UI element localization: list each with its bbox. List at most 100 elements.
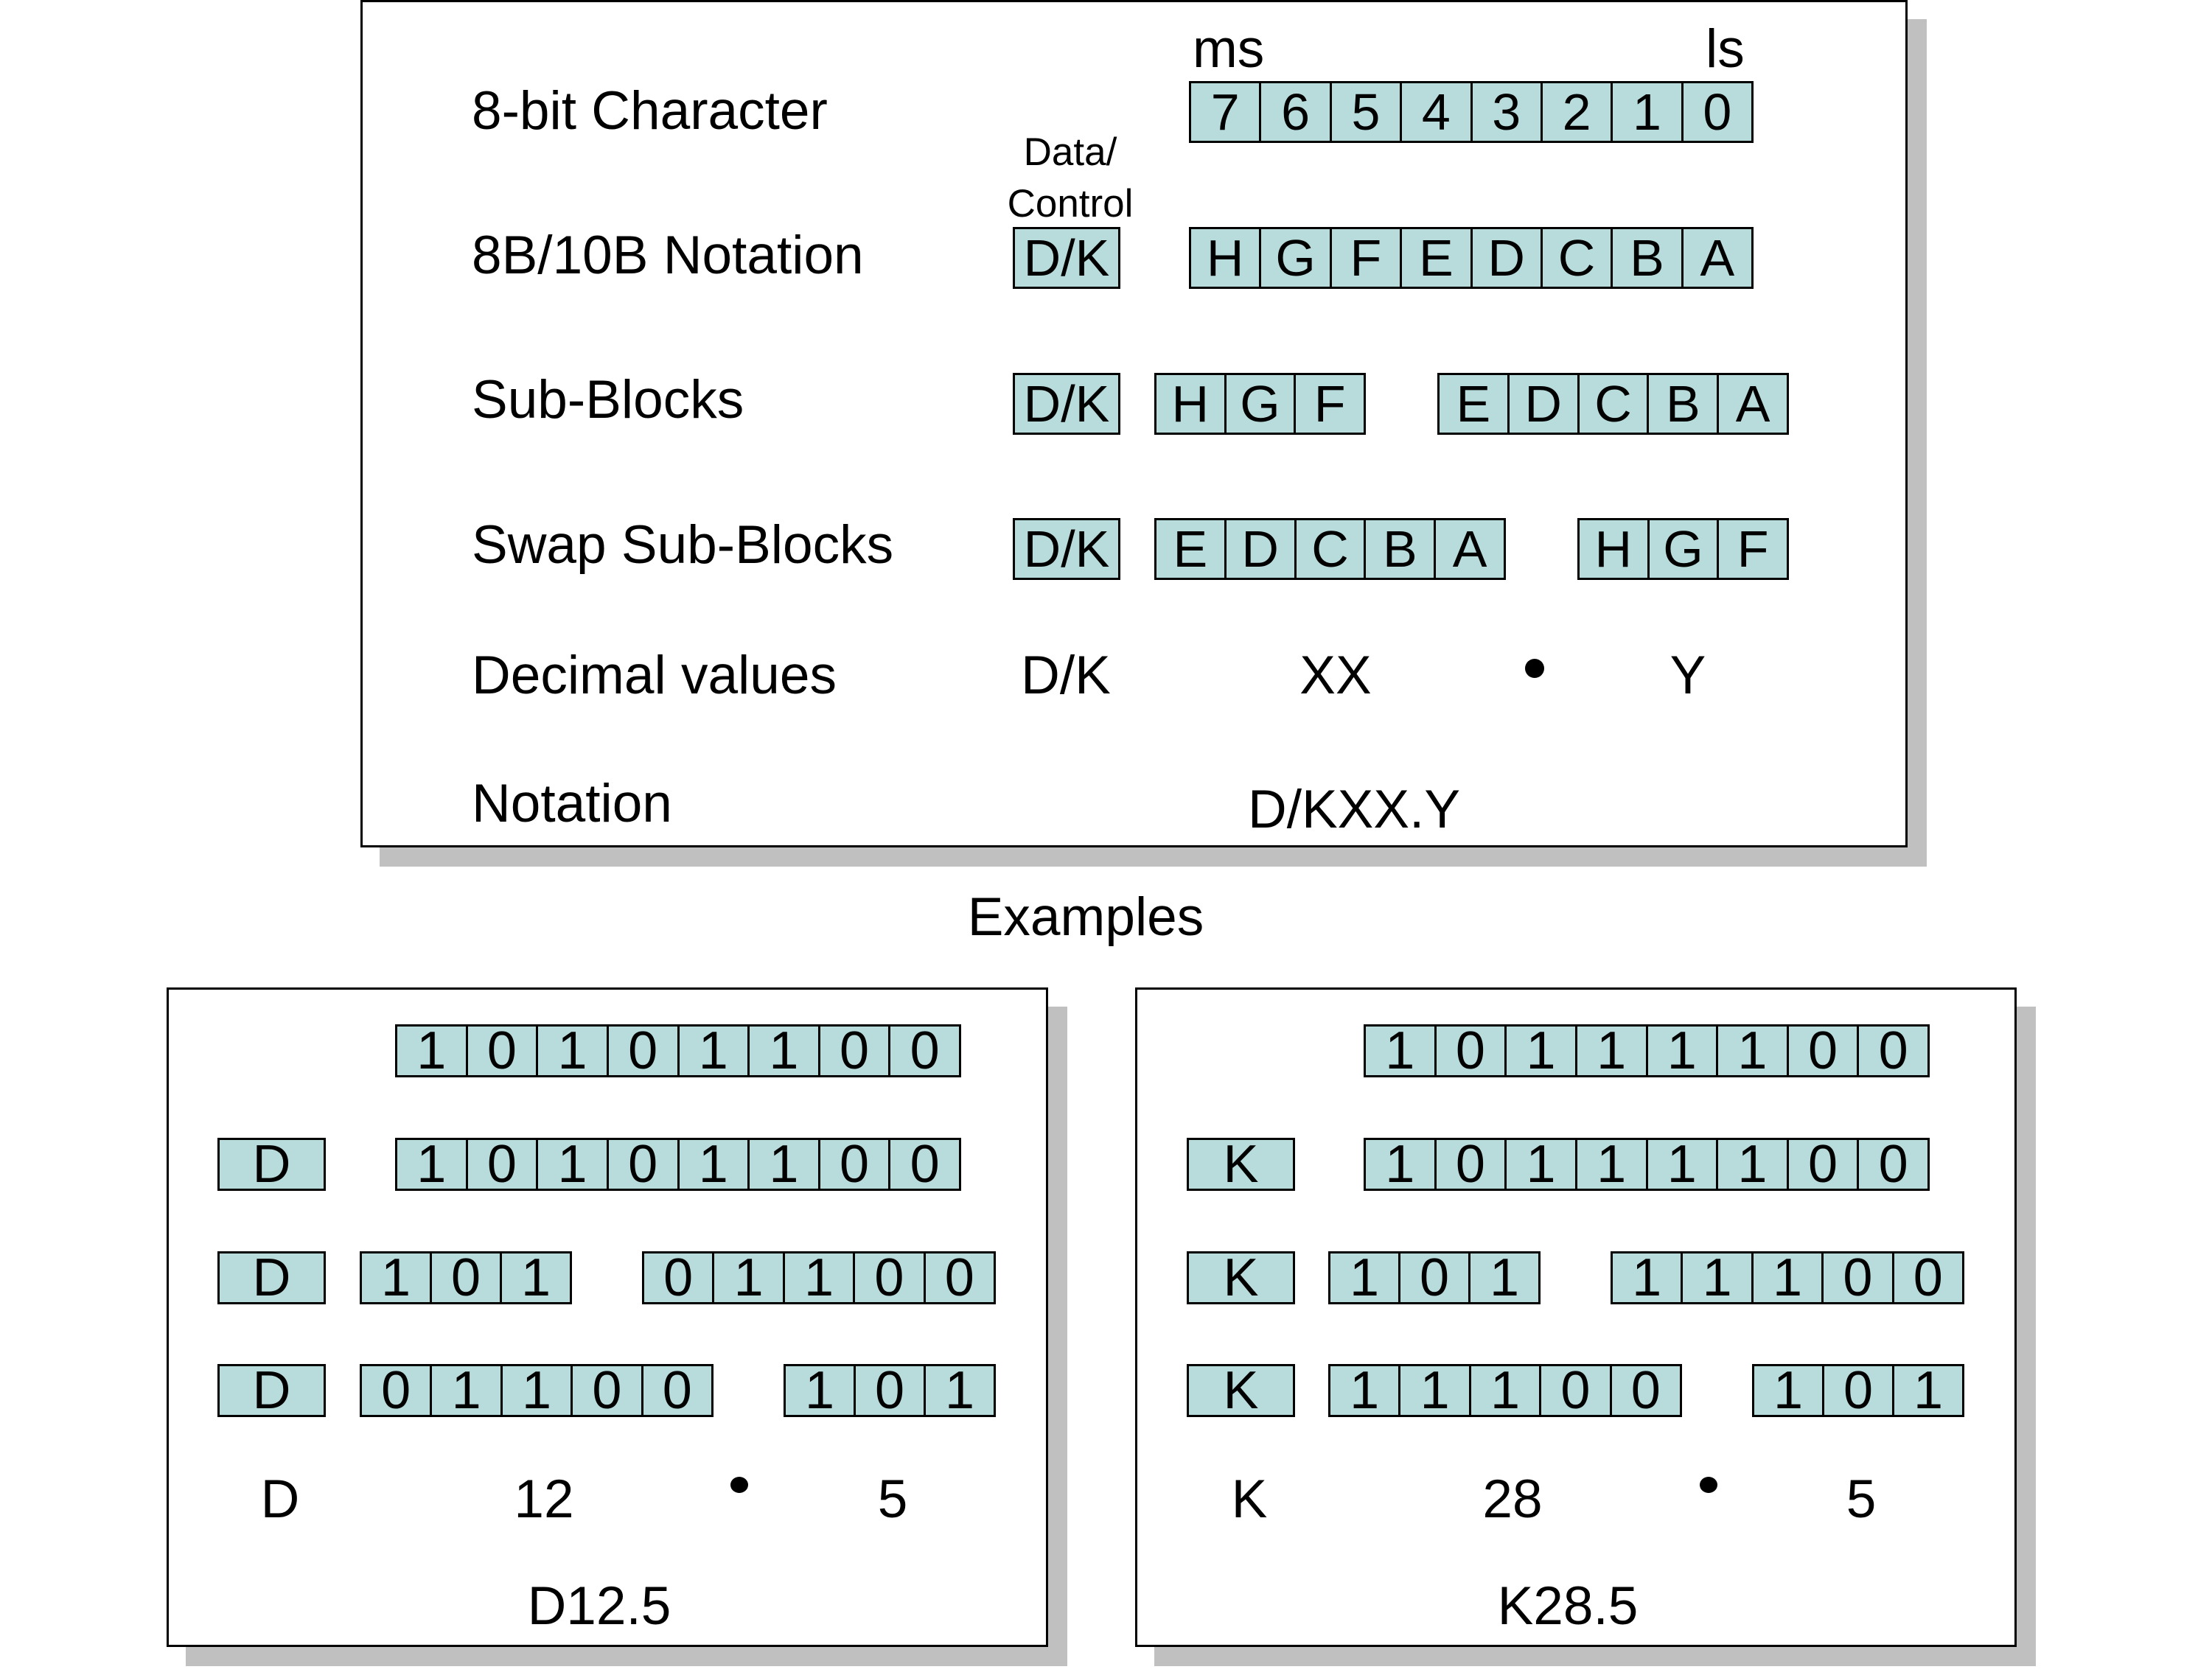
bit-cell: 0 <box>888 1027 959 1075</box>
edcba-sub-block: E D C B A <box>1154 518 1506 580</box>
bit-cell: 0 <box>854 1366 924 1415</box>
bit-cell: 1 <box>416 1027 447 1075</box>
bit-cell: 1 <box>1349 1253 1380 1302</box>
bit-cell: 1 <box>500 1253 570 1302</box>
letter-cell: G <box>1647 520 1717 578</box>
letter-cell: F <box>1717 520 1787 578</box>
letter-cell: A <box>1434 520 1504 578</box>
bit-cell: 3 <box>1470 83 1541 141</box>
decimal-dk: D/K <box>1021 646 1111 705</box>
letter-cell: D <box>1224 520 1294 578</box>
hgf-sub-block: 1 0 1 <box>1328 1251 1541 1304</box>
edcba-sub-block: 1 1 1 0 0 <box>1611 1251 1964 1304</box>
bit-cell: 1 <box>1751 1253 1821 1302</box>
hgf-sub-block: H G F <box>1154 373 1366 435</box>
hgf-sub-block: 1 0 1 <box>360 1251 572 1304</box>
letter-cell: D <box>1507 375 1577 433</box>
letter-cell: B <box>1364 520 1434 578</box>
separator-dot <box>1700 1477 1717 1493</box>
letter-cell: B <box>1611 229 1681 287</box>
label-swap-sub-blocks: Swap Sub-Blocks <box>472 515 894 575</box>
bit-cell: 0 <box>888 1140 959 1189</box>
bit-cell: 1 <box>747 1027 818 1075</box>
bit-cell: 0 <box>571 1366 641 1415</box>
flag-box: D <box>217 1364 326 1417</box>
bit-cell: 0 <box>1891 1253 1962 1302</box>
letter-cell: H <box>1594 520 1633 578</box>
decimal-xx: 28 <box>1482 1469 1543 1529</box>
bit-cell: 0 <box>1786 1140 1857 1189</box>
flag-cell: D <box>252 1253 291 1302</box>
bit-cell: 1 <box>1574 1027 1646 1075</box>
bit-cell: 1 <box>536 1140 607 1189</box>
bit-cell: 1 <box>1645 1027 1717 1075</box>
decimal-xx: 12 <box>514 1469 574 1529</box>
flag-cell: D <box>252 1366 291 1415</box>
flag-cell: K <box>1223 1366 1259 1415</box>
bit-cell: 0 <box>1434 1027 1505 1075</box>
letter-cell: G <box>1224 375 1294 433</box>
bit-cell: 1 <box>1716 1140 1787 1189</box>
flag-cell: D <box>252 1140 291 1189</box>
letter-cell: G <box>1259 229 1329 287</box>
decimal-flag: D <box>260 1469 300 1529</box>
bit-cell: 1 <box>677 1027 748 1075</box>
bit-cell: 2 <box>1540 83 1611 141</box>
edcba-sub-block: 0 1 1 0 0 <box>360 1364 714 1417</box>
bit-cell: 0 <box>430 1253 500 1302</box>
bit-cell: 1 <box>747 1140 818 1189</box>
bit-cell: 1 <box>1716 1027 1787 1075</box>
bit-cell: 1 <box>1468 1366 1539 1415</box>
edcba-sub-block: 1 1 1 0 0 <box>1328 1364 1682 1417</box>
bit-cell: 0 <box>465 1027 537 1075</box>
bit-cell: 0 <box>1857 1027 1927 1075</box>
label-decimal-values: Decimal values <box>472 646 837 705</box>
bit-cell: 1 <box>1645 1140 1717 1189</box>
bit-cell: 0 <box>606 1140 677 1189</box>
bit-cell: 0 <box>1786 1027 1857 1075</box>
bit-cell: 1 <box>1504 1027 1575 1075</box>
decimal-y: 5 <box>877 1469 908 1529</box>
dk-cell: D/K <box>1023 229 1110 287</box>
bit-cell: 0 <box>1681 83 1751 141</box>
bit-cell: 0 <box>1434 1140 1505 1189</box>
bit-cell: 1 <box>1385 1027 1415 1075</box>
bit-cell: 1 <box>1385 1140 1415 1189</box>
bit-cell: 0 <box>1821 1253 1891 1302</box>
label-sub-blocks: Sub-Blocks <box>472 370 744 430</box>
bit-cell: 1 <box>380 1253 411 1302</box>
bit-cell: 0 <box>1609 1366 1680 1415</box>
bit-cell: 0 <box>923 1253 994 1302</box>
label-notation: Notation <box>472 774 672 833</box>
bit-cell: 0 <box>606 1027 677 1075</box>
letter-cell: E <box>1456 375 1491 433</box>
example-byte: 1 0 1 0 1 1 0 0 <box>395 1138 961 1191</box>
bit-cell: 1 <box>500 1366 571 1415</box>
letter-cell: A <box>1681 229 1751 287</box>
letter-cell: A <box>1717 375 1787 433</box>
dk-flag-box: D/K <box>1013 373 1120 435</box>
example-notation: K28.5 <box>1497 1576 1639 1636</box>
ms-label: ms <box>1193 19 1265 79</box>
bit-cell: 7 <box>1210 83 1240 141</box>
label-8b10b-notation: 8B/10B Notation <box>472 225 864 285</box>
letter-cell: E <box>1173 520 1208 578</box>
example-k28-5-panel <box>1135 987 2017 1647</box>
bit-cell: 0 <box>465 1140 537 1189</box>
bit-cell: 1 <box>1468 1253 1538 1302</box>
flag-box: K <box>1187 1251 1295 1304</box>
bit-cell: 1 <box>1504 1140 1575 1189</box>
bit-cell: 6 <box>1259 83 1329 141</box>
letter-cell: H <box>1206 229 1244 287</box>
hgf-sub-block: 1 0 1 <box>1752 1364 1964 1417</box>
bit-cell: 1 <box>782 1253 853 1302</box>
bit-cell: 1 <box>677 1140 748 1189</box>
separator-dot <box>730 1477 748 1493</box>
flag-box: K <box>1187 1364 1295 1417</box>
decimal-y: 5 <box>1846 1469 1877 1529</box>
bit-cell: 1 <box>712 1253 782 1302</box>
bit-cell: 1 <box>804 1366 835 1415</box>
bit-cell: 0 <box>853 1253 923 1302</box>
bit-cell: 1 <box>1892 1366 1962 1415</box>
decimal-flag: K <box>1231 1469 1268 1529</box>
